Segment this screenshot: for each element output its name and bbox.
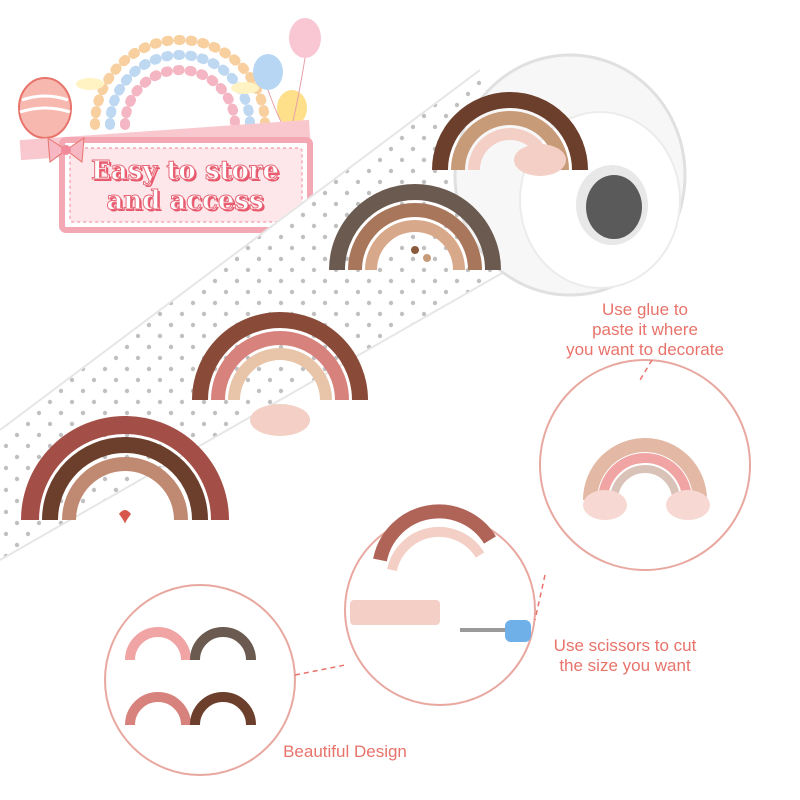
banner: [19, 119, 313, 233]
glue-callout-circle: [539, 359, 751, 571]
cloud-icon: [250, 404, 310, 436]
cloud-icon: [76, 78, 259, 94]
glue-callout: Use glue to paste it where you want to d…: [540, 300, 750, 360]
banner-line-1: Easy to store: [90, 156, 280, 187]
rainbow-sticker: [21, 416, 229, 524]
banner-line-2: and access: [106, 186, 264, 217]
scissors-callout-circle: [344, 504, 536, 706]
design-callout: Beautiful Design: [283, 742, 407, 761]
rainbow-sticker: [432, 92, 588, 176]
design-callout-circle: [104, 584, 296, 776]
glue-callout-line: you want to decorate: [566, 340, 724, 359]
heart-icon: [119, 510, 131, 524]
balloon-icon: [253, 18, 321, 131]
bow-icon: [47, 137, 85, 163]
glue-callout-line: Use glue to: [602, 300, 688, 319]
scissors-icon: [460, 620, 531, 642]
scissors-callout: Use scissors to cut the size you want: [535, 636, 715, 676]
roll-core: [586, 175, 642, 239]
scissors-callout-line: the size you want: [559, 656, 691, 675]
rainbow-sticker: [192, 312, 368, 436]
rainbow-sticker: [329, 184, 501, 271]
scissors-callout-line: Use scissors to cut: [553, 636, 697, 655]
glue-callout-line: paste it where: [592, 320, 698, 339]
header-decoration: [18, 18, 321, 156]
callout-leaders: [294, 359, 653, 676]
